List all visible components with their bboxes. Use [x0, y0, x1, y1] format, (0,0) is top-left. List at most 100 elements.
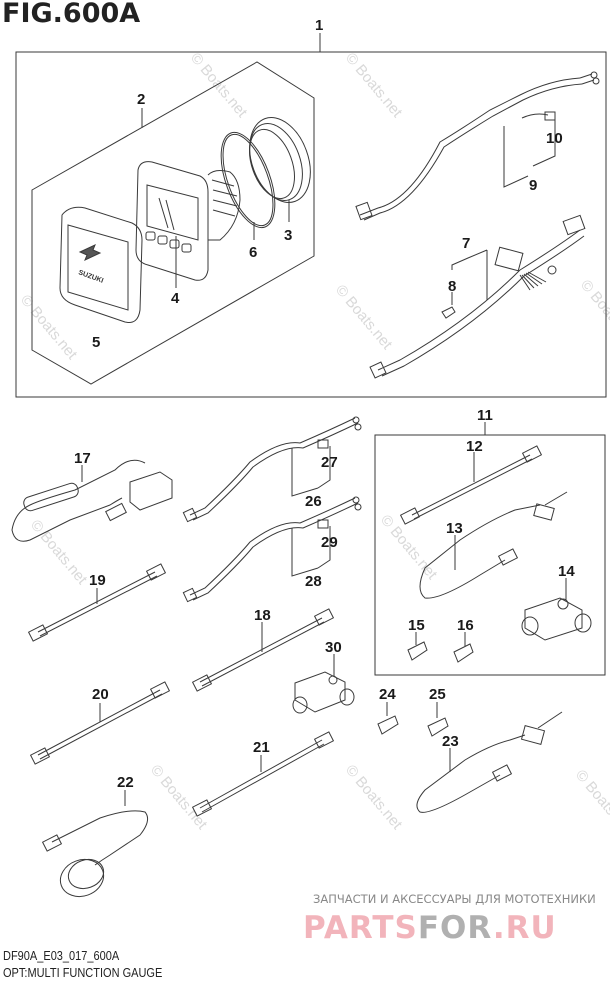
ring-terminal	[354, 503, 362, 511]
screen-glare	[165, 199, 175, 231]
harness-9-connector	[355, 201, 373, 221]
connector-12-a	[399, 507, 421, 525]
screw-8	[441, 306, 456, 319]
harness-7-connector	[369, 361, 387, 379]
callout-1: 1	[315, 17, 323, 34]
connector-19-b	[145, 563, 167, 581]
connector-12-b	[521, 445, 543, 463]
sensor-22	[59, 858, 105, 898]
t-connector-30-port	[292, 696, 308, 714]
suzuki-s-logo	[78, 244, 102, 261]
cable-18	[199, 617, 323, 683]
callout-10: 10	[546, 130, 563, 147]
callout-27: 27	[321, 454, 338, 471]
ring-terminal	[354, 423, 362, 431]
cable-19-edge	[39, 575, 158, 637]
t-connector-30-port	[328, 675, 338, 685]
cable-17	[11, 459, 146, 542]
bracket-27	[317, 446, 331, 489]
callout-15: 15	[408, 617, 425, 634]
harness-28-edge	[192, 502, 359, 601]
callout-30: 30	[325, 639, 342, 656]
callout-24: 24	[379, 686, 396, 703]
o-ring-inner	[222, 133, 274, 227]
cable-13	[419, 504, 541, 599]
callout-5: 5	[92, 334, 100, 351]
cable-13-lead	[544, 491, 568, 506]
mounting-nut-thread	[249, 128, 295, 200]
connector-18-b	[313, 608, 335, 626]
watermark: © Boats.net	[27, 517, 91, 589]
gauge-logo-text: SUZUKI	[77, 269, 104, 285]
gauge-body	[135, 161, 209, 281]
cable-18-edge	[201, 621, 325, 687]
terminator-16	[453, 643, 474, 663]
harness-28-connector	[182, 587, 198, 603]
callout-25: 25	[429, 686, 446, 703]
promo-logo: PARTSFOR.RU	[303, 911, 557, 945]
thread-line	[212, 209, 236, 217]
cable-22	[51, 810, 149, 866]
promo-logo-part3: .RU	[492, 910, 557, 946]
gauge-cover-inner	[67, 224, 129, 311]
callout-14: 14	[558, 563, 575, 580]
callout-13: 13	[446, 520, 463, 537]
callout-16: 16	[457, 617, 474, 634]
harness-7-plug	[494, 246, 524, 272]
fuse-holder-23	[520, 725, 546, 745]
watermark: © Boats.net	[577, 277, 610, 349]
bracket-28	[291, 528, 319, 577]
harness-7-edge	[381, 235, 585, 377]
connector-20-b	[149, 681, 171, 699]
thread-line	[211, 179, 235, 187]
sensor-22-face	[67, 858, 105, 890]
harness-28	[189, 497, 356, 596]
callout-8: 8	[448, 278, 456, 295]
promo-tagline: ЗАПЧАСТИ И АКСЕССУАРЫ ДЛЯ МОТОТЕХНИКИ	[313, 892, 596, 906]
ring-terminal	[590, 71, 598, 79]
watermark: © Boats.net	[332, 282, 396, 354]
bracket-26	[291, 448, 319, 497]
gauge-button	[169, 239, 180, 249]
cable-23	[416, 734, 526, 813]
ring-terminal	[592, 77, 600, 85]
harness-7-leads	[519, 271, 547, 291]
bracket-9	[503, 126, 529, 188]
promo-logo-part2: FOR	[417, 910, 493, 946]
ring-terminal	[352, 496, 360, 504]
callouts: 1 2 3 4 5 6 7 8 9 10 11 12 13 14 15 16 1…	[74, 17, 575, 791]
watermark: © Boats.net	[342, 50, 406, 122]
callout-23: 23	[442, 733, 459, 750]
connector-23	[491, 764, 513, 782]
harness-26-connector	[182, 507, 198, 523]
cable-20-edge	[39, 693, 163, 760]
harness-7	[377, 229, 581, 371]
watermark: © Boats.net	[572, 767, 610, 839]
fuse-holder-29	[317, 519, 329, 529]
harness-26-edge	[192, 422, 359, 521]
thread-line	[212, 199, 238, 207]
harness-9	[359, 77, 581, 216]
cable-21-edge	[201, 743, 325, 813]
harness-26	[189, 417, 356, 516]
t-connector-14-port	[574, 613, 592, 633]
t-connector-14-port	[557, 598, 569, 610]
callout-12: 12	[466, 438, 483, 455]
callout-3: 3	[284, 227, 292, 244]
callout-17: 17	[74, 450, 91, 467]
terminator-25	[427, 717, 449, 737]
harness-9-edge	[363, 83, 583, 221]
connector-13	[497, 548, 519, 566]
connector-18-a	[191, 674, 213, 692]
connector-21-a	[191, 799, 213, 817]
switch-panel-17	[129, 471, 173, 511]
callout-6: 6	[249, 244, 257, 261]
callout-28: 28	[305, 573, 322, 590]
terminator-15	[407, 641, 428, 661]
gauge-thread	[207, 170, 241, 241]
gauge-button	[145, 231, 156, 241]
watermark: © Boats.net	[17, 292, 81, 364]
callout-9: 9	[529, 177, 537, 194]
t-connector-14-port	[521, 616, 539, 636]
